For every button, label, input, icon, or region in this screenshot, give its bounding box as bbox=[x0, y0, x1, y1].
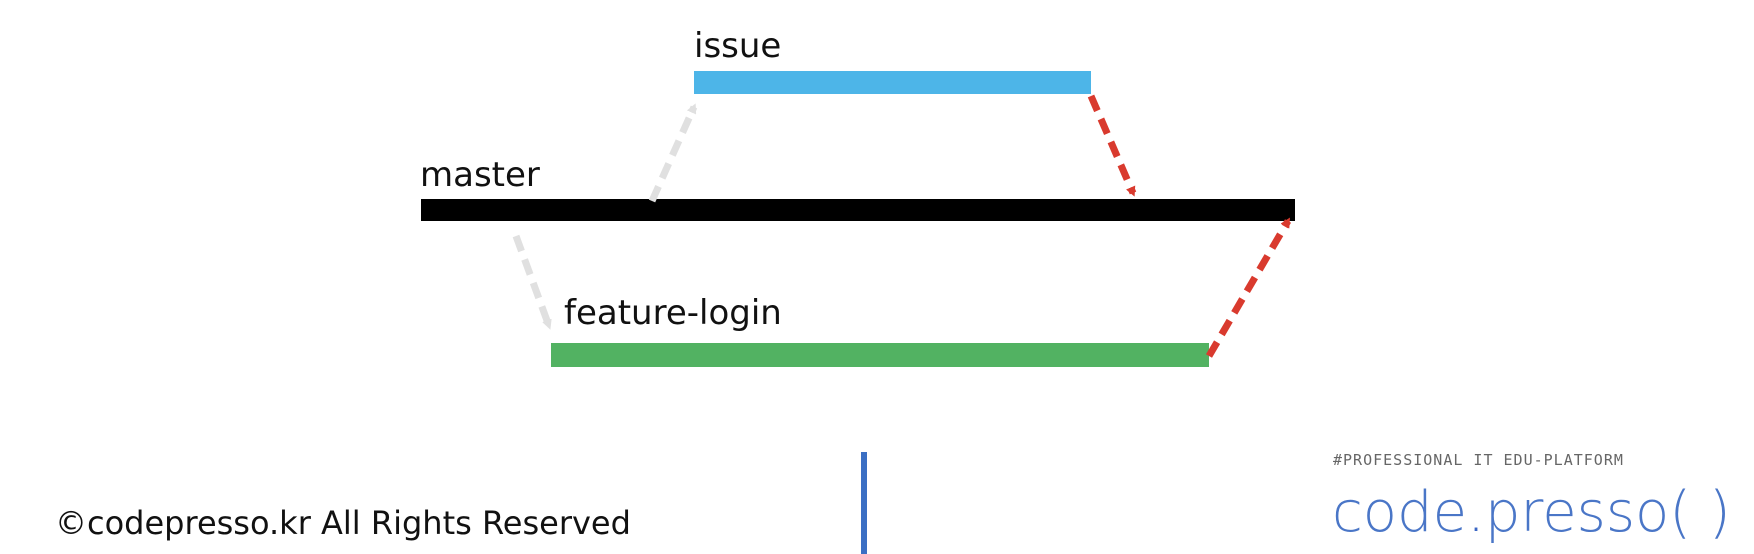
logo-dot: . bbox=[1467, 480, 1485, 545]
merge-arrow-feature-login bbox=[1205, 217, 1292, 358]
codepresso-logo: code.presso( ) bbox=[1332, 483, 1731, 543]
branch-off-arrow-issue bbox=[648, 103, 698, 203]
merge-arrow-issue bbox=[1087, 94, 1137, 197]
master-branch-bar bbox=[421, 199, 1295, 221]
issue-branch-bar bbox=[694, 71, 1091, 94]
brand-tagline: #PROFESSIONAL IT EDU-PLATFORM bbox=[1333, 451, 1624, 469]
logo-text-presso: presso( ) bbox=[1484, 480, 1731, 545]
copyright-text: ©codepresso.kr All Rights Reserved bbox=[55, 504, 631, 542]
logo-text-code: code bbox=[1332, 480, 1468, 545]
issue-branch-label: issue bbox=[694, 26, 781, 66]
footer-divider bbox=[861, 452, 867, 554]
master-branch-label: master bbox=[420, 155, 540, 195]
feature-login-branch-label: feature-login bbox=[564, 293, 782, 333]
feature-login-branch-bar bbox=[551, 343, 1209, 367]
branch-off-arrow-feature-login bbox=[512, 234, 553, 330]
